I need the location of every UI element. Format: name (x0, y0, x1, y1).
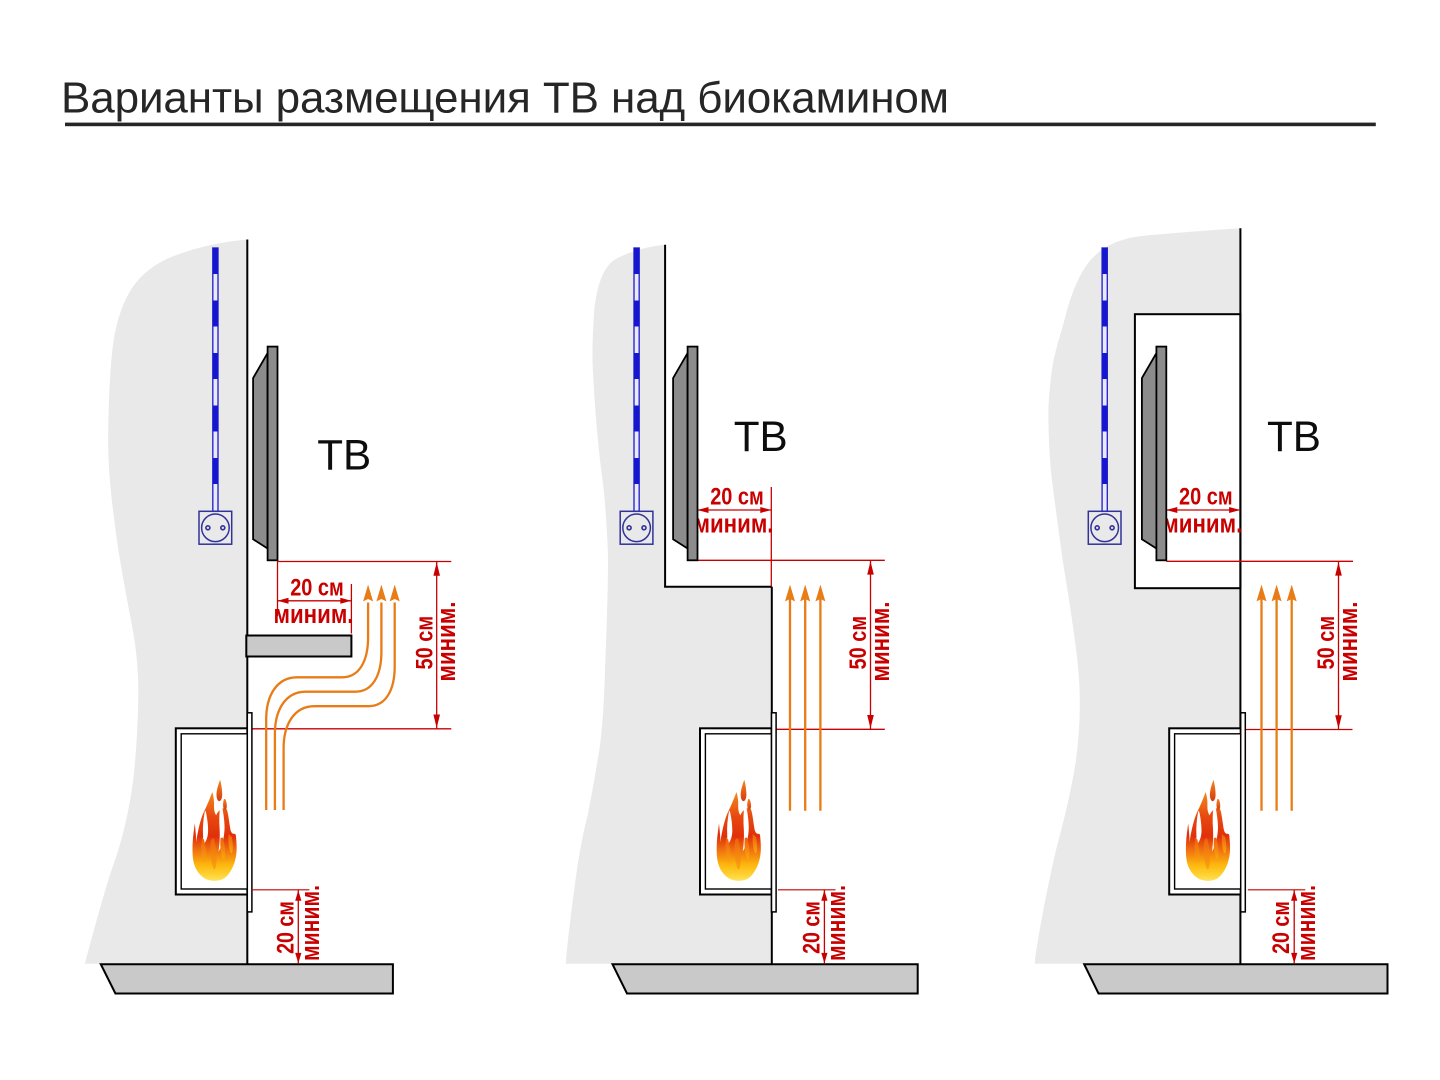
svg-text:миним.: миним. (1333, 602, 1363, 682)
svg-text:ТВ: ТВ (734, 413, 788, 461)
svg-text:50 см: 50 см (411, 616, 438, 670)
svg-text:50 см: 50 см (1313, 616, 1340, 670)
svg-text:ТВ: ТВ (1267, 413, 1321, 461)
svg-text:50 см: 50 см (845, 616, 872, 670)
svg-text:миним.: миним. (865, 602, 895, 682)
svg-text:Варианты размещения ТВ над био: Варианты размещения ТВ над биокамином (61, 73, 949, 122)
svg-text:миним.: миним. (431, 602, 461, 682)
svg-text:ТВ: ТВ (317, 432, 371, 480)
